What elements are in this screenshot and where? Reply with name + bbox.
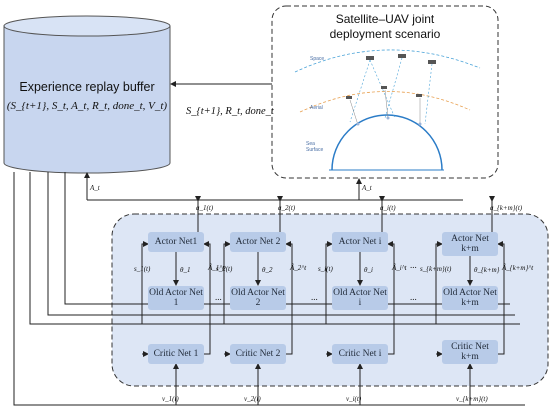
state-input-2 (223, 241, 231, 324)
agent-ellipses: ............ (215, 260, 417, 302)
value-label-3: v_i(t) (346, 395, 362, 403)
advantage-loop-4 (497, 241, 505, 355)
old-actor-net-1: Old Actor Net 1 (148, 286, 204, 310)
layer-sea-label: Sea Surface (306, 141, 324, 153)
theta-label-3: θ_i (364, 266, 373, 274)
actor-net-4: Actor Net k+m (442, 232, 498, 256)
scenario-title-line2: deployment scenario (329, 27, 441, 41)
theta-label-2: θ_2 (262, 266, 273, 274)
action-label-left: A_t (90, 184, 100, 192)
buffer-title: Experience replay buffer (19, 80, 155, 94)
critic-net-1: Critic Net 1 (148, 344, 204, 364)
advantage-label-2: Â_2^t (290, 264, 307, 272)
theta-label-4: θ_{k+m} (474, 266, 500, 274)
old-actor-net-4: Old Actor Net k+m (442, 286, 498, 310)
agent-connector-lines (141, 196, 505, 405)
advantage-loop-1 (203, 241, 211, 355)
critic-net-2: Critic Net 2 (230, 344, 286, 364)
ellipsis-4: ... (410, 260, 417, 270)
actor-net-2: Actor Net 2 (230, 232, 286, 252)
state-flow-label: S_{t+1}, R_t, done_t (186, 106, 274, 117)
buffer-feed-lines (13, 172, 525, 406)
action-label-3: a_i(t) (380, 204, 396, 212)
state-input-1 (141, 241, 149, 324)
old-actor-net-3: Old Actor Net i (332, 286, 388, 310)
advantage-loop-3 (387, 241, 395, 355)
state-label-1: s_1(t) (134, 265, 151, 273)
value-label-2: v_2(t) (244, 395, 261, 403)
state-label-2: s_2(t) (216, 265, 233, 273)
critic-net-3: Critic Net i (332, 344, 388, 364)
advantage-label-1: Â_1^t (208, 264, 225, 272)
value-label-1: v_1(t) (162, 395, 179, 403)
action-label-4: a_{k+m}(t) (490, 204, 523, 212)
action-label-2: a_2(t) (278, 204, 296, 212)
state-label-4: s_{k+m}(t) (420, 265, 452, 273)
advantage-label-3: Â_i^t (392, 264, 407, 272)
ellipsis-2: ... (311, 292, 318, 302)
action-label-1: a_1(t) (196, 204, 214, 212)
buffer-tuple: (S_{t+1}, S_t, A_t, R_t, done_t, V_t) (6, 100, 168, 112)
scenario-title-line1: Satellite–UAV joint (335, 12, 435, 26)
ellipsis-3: ... (410, 292, 417, 302)
advantage-loop-2 (285, 241, 293, 355)
state-label-3: s_i(t) (318, 265, 333, 273)
ellipsis-1: ... (215, 292, 222, 302)
value-label-4: v_{k+m}(t) (456, 395, 488, 403)
state-input-4 (435, 241, 443, 324)
layer-space-label: Space (310, 56, 325, 62)
old-actor-net-2: Old Actor Net 2 (230, 286, 286, 310)
layer-aerial-label: Aerial (310, 105, 323, 111)
actor-net-3: Actor Net i (332, 232, 388, 252)
theta-label-1: θ_1 (180, 266, 191, 274)
scenario-illustration (294, 49, 481, 171)
advantage-label-4: Â_{k+m}^t (502, 264, 534, 272)
action-label-center: A_t (362, 184, 372, 192)
actor-net-1: Actor Net1 (148, 232, 204, 252)
agents-panel (111, 213, 549, 387)
critic-net-4: Critic Net k+m (442, 340, 498, 364)
replay-buffer-cylinder (3, 15, 171, 174)
state-input-3 (325, 241, 333, 324)
